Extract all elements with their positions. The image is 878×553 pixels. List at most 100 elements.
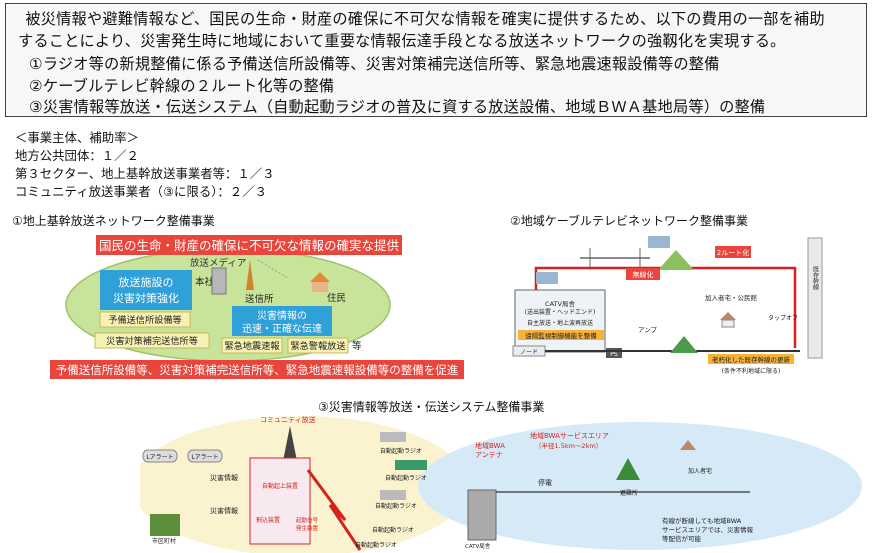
svg-text:2ルート化: 2ルート化 [717,248,749,257]
svg-text:タップオフ: タップオフ [768,314,798,322]
svg-text:有線が断線しても地域BWA: 有線が断線しても地域BWA [662,516,742,525]
subscriber-house-icon [680,440,696,450]
summary-item-2: ②ケーブルテレビ幹線の２ルート化等の整備 [29,77,335,95]
svg-text:CATV局舎: CATV局舎 [545,300,575,308]
rack-box [249,457,311,545]
svg-text:災害情報: 災害情報 [210,506,238,515]
subsidy-row-3: コミュニティ放送事業者（③に限る）：２／３ [15,184,267,199]
route-tag [715,246,751,258]
svg-text:自動起動ラジオ: 自動起動ラジオ [375,502,417,510]
svg-text:起動信号: 起動信号 [296,516,319,524]
wireless-tag [626,268,660,280]
info-box-line1: 災害情報の [257,309,307,322]
media-label: 放送メディア [190,257,246,269]
tag-emergency-text: 緊急警報放送 [290,340,345,352]
tag-backup-text: 予備送信所設備等 [108,314,182,326]
tag-complement [94,332,210,349]
svg-text:自動起上装置: 自動起上装置 [262,482,298,490]
facility-box-line1: 放送施設の [119,275,174,289]
summary-item-1: ①ラジオ等の新規整備に係る予備送信所設備等、災害対策補完送信所等、緊急地震速報設… [29,55,720,73]
dish-icon [536,272,558,284]
svg-text:自動起動ラジオ: 自動起動ラジオ [355,541,397,549]
side-arrow [807,237,823,359]
station-label: 送信所 [245,293,274,305]
tree-icon [616,458,640,480]
svg-text:災害情報: 災害情報 [210,473,238,482]
diagram3-title: ③災害情報等放送・伝送システム整備事業 [318,400,545,414]
svg-text:(条件不利地域に限る): (条件不利地域に限る) [722,367,781,375]
svg-text:自動起動ラジオ: 自動起動ラジオ [380,447,422,455]
svg-text:Lアラート: Lアラート [191,454,218,461]
svg-text:加入者宅・公民館: 加入者宅・公民館 [705,293,758,302]
svg-text:地域BWA: 地域BWA [475,441,505,450]
catv-building-icon [467,489,497,541]
tag-eew [221,337,283,354]
diagram1-title: ①地上基幹放送ネットワーク整備事業 [12,214,215,228]
svg-text:避難所: 避難所 [620,489,638,497]
svg-text:Lアラート: Lアラート [146,454,173,461]
summary-line-2: することにより、災害発生時に地域において重要な情報伝達手段となる放送ネットワーク… [18,32,786,50]
svg-text:PS: PS [610,351,618,358]
svg-text:CATV局舎: CATV局舎 [465,543,491,550]
tag-backup [99,311,191,328]
facility-box-line2: 災害対策強化 [113,291,179,305]
banner-bottom-text: 予備送信所設備等、災害対策補完送信所等、緊急地震速報設備等の整備を促進 [56,363,459,377]
transmission-tower-icon [246,260,254,290]
diagram2-illustration: 無線化 2ルート化 CATV局舎 (送出装置・ヘッドエンド) 自主放送・地上波再… [512,236,823,375]
community-tower-icon [282,426,298,466]
subsidy-row-1: 地方公共団体：１／２ [15,148,139,163]
subsidy-heading: ＜事業主体、補助率＞ [15,130,139,145]
diagram2-title: ②地域ケーブルテレビネットワーク整備事業 [510,214,749,228]
info-box-line2: 迅速・正確な伝達 [242,322,322,335]
svg-text:割込装置: 割込装置 [256,516,280,524]
bwa-area [418,422,862,550]
etc-label: 等 [352,340,362,352]
lightning-icon [306,469,362,551]
info-box [232,306,332,336]
diagram1-illustration: 国民の生命・財産の確保に不可欠な情報の確実な提供 放送メディア 放送施設の 災害… [50,235,464,379]
hq-building-icon [211,267,227,295]
svg-text:加入者宅: 加入者宅 [688,467,712,475]
svg-text:サービスエリアでは、災害情報: サービスエリアでは、災害情報 [662,525,754,534]
radio-house-1 [395,460,427,470]
svg-text:（半径1.5km〜2km）: （半径1.5km〜2km） [535,441,602,450]
svg-text:等配信が可能: 等配信が可能 [662,534,702,543]
summary-line-1: 被災情報や避難情報など、国民の生命・財産の確保に不可欠な情報を確実に提供するため… [10,10,825,28]
banner-top-text: 国民の生命・財産の確保に不可欠な情報の確実な提供 [99,238,399,253]
amp-tree-icon [670,336,698,353]
hq-label: 本社 [195,276,215,288]
mountain-icon [658,250,694,270]
update-tag [708,354,794,364]
subsidy-row-2: 第３セクター、地上基幹放送事業者等：１／３ [15,166,275,181]
svg-text:アンテナ: アンテナ [475,451,503,459]
svg-text:自主放送・地上波再放送: 自主放送・地上波再放送 [527,319,593,327]
banner-top [96,235,402,255]
svg-text:コミュニティ放送: コミュニティ放送 [260,415,316,424]
house-icon [310,272,330,282]
city-office-icon [150,514,180,536]
svg-text:老朽化した既存幹線の更新: 老朽化した既存幹線の更新 [712,355,791,364]
radio-icon-2 [380,490,406,500]
summary-box: 被災情報や避難情報など、国民の生命・財産の確保に不可欠な情報を確実に提供するため… [5,3,867,117]
diagram3-illustration: コミュニティ放送 Lアラート Lアラート 災害情報 災害情報 市区町村 自動起上… [140,415,862,553]
svg-text:無線化: 無線化 [633,270,654,279]
svg-text:発生装置: 発生装置 [296,524,319,532]
catv-building [514,289,606,353]
svg-text:自動起動ラジオ: 自動起動ラジオ [385,474,427,482]
svg-text:停電: 停電 [538,478,552,487]
banner-bottom [50,360,464,379]
svg-text:アンプ: アンプ [638,326,658,334]
radio-icon-1 [380,432,406,442]
home-icon [720,312,736,320]
svg-text:地域BWAサービスエリア: 地域BWAサービスエリア [530,431,609,440]
monitor-tag [518,330,604,340]
svg-text:ノード: ノード [520,349,538,356]
tag-eew-text: 緊急地震速報 [224,340,279,352]
svg-text:遠隔監視制御機能を整備: 遠隔監視制御機能を整備 [525,331,597,340]
facility-box [100,270,192,310]
tag-emergency [287,337,349,354]
svg-text:既存幹線: 既存幹線 [812,266,819,290]
svg-text:自動起動ラジオ: 自動起動ラジオ [372,526,414,534]
dish-icon-2 [648,236,670,248]
summary-item-3: ③災害情報等放送・伝送システム（自動起動ラジオの普及に資する放送設備、地域ＢＷＡ… [29,98,766,116]
